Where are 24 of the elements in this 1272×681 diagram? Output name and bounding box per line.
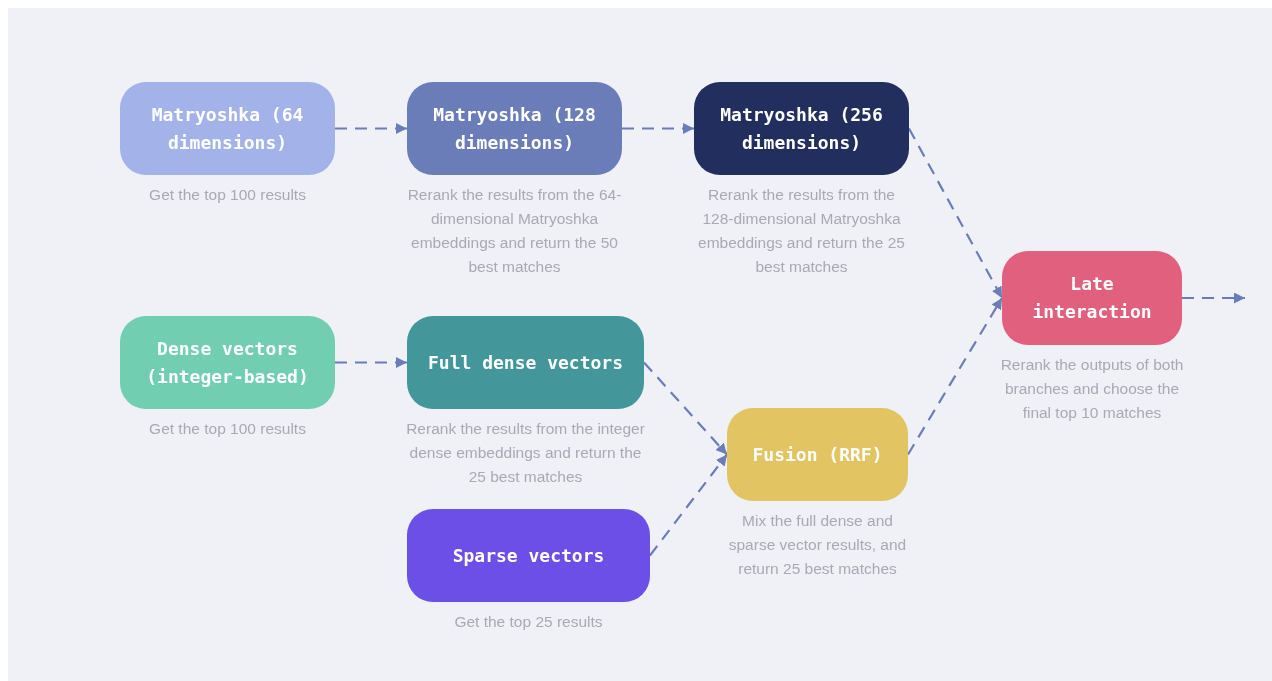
- process-box: Matryoshka (256 dimensions): [694, 82, 909, 175]
- dashed-arrow: [335, 357, 407, 368]
- process-box: Dense vectors (integer-based): [120, 316, 335, 409]
- dashed-arrow: [908, 127, 1003, 299]
- process-box: Full dense vectors: [407, 316, 644, 409]
- dashed-arrow: [649, 453, 728, 557]
- process-box: Late interaction: [1002, 251, 1182, 345]
- description-text: Get the top 100 results: [148, 419, 307, 439]
- description-text: Get the top 100 results: [148, 185, 307, 205]
- dashed-arrow: [335, 123, 407, 134]
- process-box: Sparse vectors: [407, 509, 650, 602]
- dashed-arrow: [907, 297, 1003, 456]
- dashed-arrow: [622, 123, 694, 134]
- description-text: Get the top 25 results: [453, 612, 604, 632]
- dashed-arrow: [643, 361, 728, 456]
- description-text: Mix the full dense and sparse vector results, and return 25 best matches: [727, 511, 908, 579]
- process-box: Matryoshka (64 dimensions): [120, 82, 335, 175]
- description-text: Rerank the results from the integer dense embeddings and return the 25 best matches: [405, 419, 646, 487]
- dashed-arrow: [1182, 292, 1245, 304]
- description-text: Rerank the results from the 128-dimensional Matryoshka embeddings and return the 25 best matches: [697, 185, 906, 277]
- process-box: Fusion (RRF): [727, 408, 908, 501]
- process-box: Matryoshka (128 dimensions): [407, 82, 622, 175]
- description-text: Rerank the results from the 64-dimensional Matryoshka embeddings and return the 50 best matches: [406, 185, 623, 277]
- description-text: Rerank the outputs of both branches and choose the final top 10 matches: [999, 355, 1185, 423]
